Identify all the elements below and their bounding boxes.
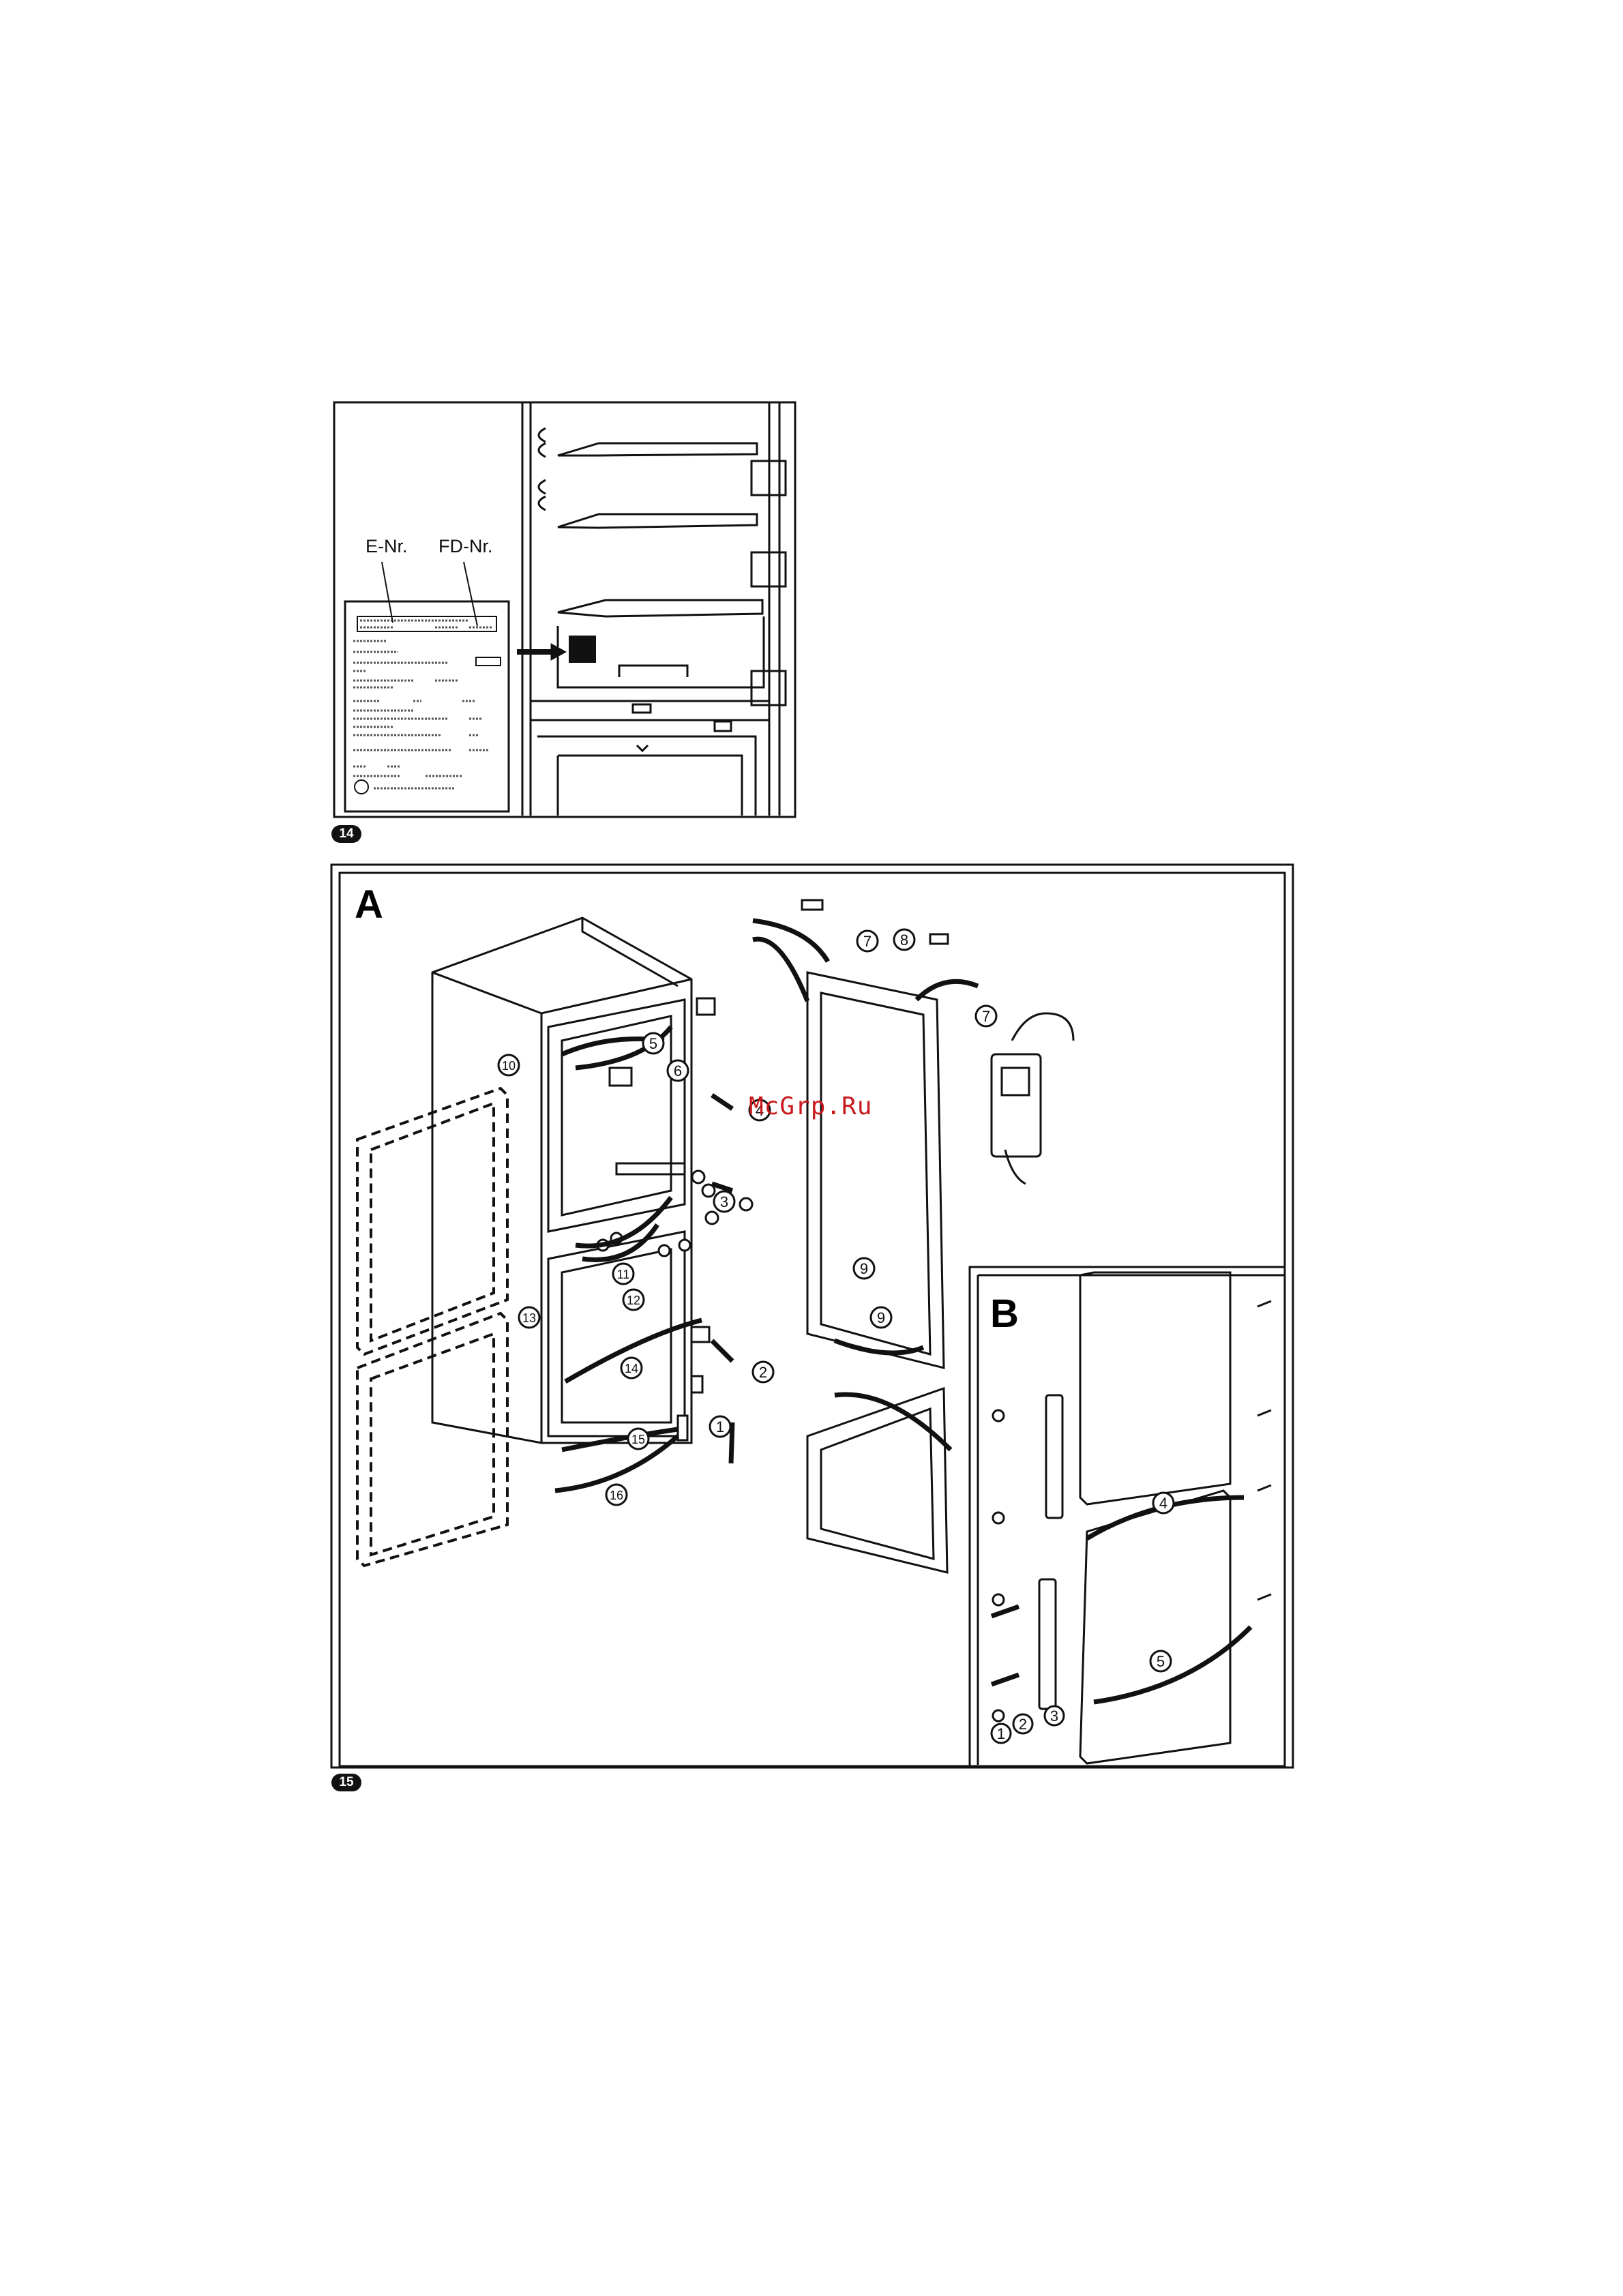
step-badge: 11: [613, 1264, 634, 1284]
step-badge: 5: [1150, 1651, 1171, 1671]
figure-number-14: 14: [331, 825, 361, 843]
part-badge: 1: [992, 1724, 1011, 1743]
figure-14-rating-plate-location: [333, 401, 796, 824]
svg-text:7: 7: [863, 933, 872, 950]
step-badge: 8: [894, 929, 914, 950]
step-badge: 9: [854, 1258, 874, 1279]
svg-text:15: 15: [631, 1433, 645, 1446]
svg-text:1: 1: [716, 1418, 724, 1435]
panel-a-step-badges: 1 2 3 4 5 6 7 7 8 9 9 10 11 12 13 14 15 …: [498, 929, 996, 1505]
rating-plate: [345, 601, 509, 811]
svg-text:5: 5: [649, 1035, 657, 1052]
svg-text:13: 13: [522, 1311, 536, 1325]
step-badge: 12: [623, 1289, 644, 1310]
step-badge: 4: [1153, 1493, 1174, 1513]
svg-text:3: 3: [1050, 1708, 1058, 1725]
svg-text:10: 10: [502, 1059, 516, 1073]
step-badge: 2: [753, 1362, 773, 1382]
step-badge: 14: [621, 1358, 642, 1378]
label-fd-nr: FD-Nr.: [438, 536, 492, 557]
part-badge: 3: [1045, 1706, 1064, 1725]
panel-b-letter: B: [990, 1292, 1019, 1336]
step-badge: 9: [871, 1307, 891, 1328]
step-badge: 1: [710, 1416, 730, 1437]
svg-text:11: 11: [617, 1268, 630, 1281]
figure-number-15: 15: [331, 1774, 361, 1791]
step-badge: 10: [498, 1055, 519, 1075]
svg-text:14: 14: [625, 1362, 638, 1375]
step-badge: 13: [519, 1307, 539, 1328]
panel-a-letter: A: [355, 882, 383, 927]
svg-text:6: 6: [674, 1062, 682, 1079]
step-badge: 5: [643, 1033, 664, 1054]
step-badge: 7: [857, 931, 878, 951]
figure-15-door-reversal: A B: [330, 863, 1298, 1777]
svg-text:9: 9: [860, 1260, 868, 1277]
step-badge: 16: [606, 1485, 627, 1505]
svg-text:3: 3: [720, 1193, 728, 1210]
svg-text:4: 4: [1159, 1495, 1167, 1512]
svg-text:2: 2: [1019, 1716, 1027, 1733]
fridge-interior-illustration: [522, 402, 786, 816]
fridge-cabinet-illustration: [432, 918, 691, 1443]
svg-text:12: 12: [627, 1294, 640, 1307]
svg-text:8: 8: [900, 931, 908, 949]
part-badge: 2: [1013, 1714, 1032, 1733]
label-e-nr: E-Nr.: [366, 536, 408, 557]
watermark: McGrp.Ru: [749, 1092, 872, 1120]
svg-text:7: 7: [982, 1008, 990, 1025]
manual-bag-illustration: [992, 1013, 1073, 1184]
step-badge: 6: [668, 1060, 688, 1081]
svg-text:2: 2: [759, 1364, 767, 1381]
svg-text:1: 1: [997, 1725, 1005, 1742]
step-badge: 15: [628, 1429, 649, 1449]
svg-text:16: 16: [610, 1489, 623, 1502]
step-badge: 3: [714, 1191, 734, 1212]
doors-illustration: [802, 900, 948, 1572]
svg-text:5: 5: [1157, 1653, 1165, 1670]
movement-arrows: [555, 921, 978, 1491]
rating-plate-location-marker: [569, 636, 596, 663]
svg-text:9: 9: [877, 1309, 885, 1326]
step-badge: 7: [976, 1006, 996, 1026]
